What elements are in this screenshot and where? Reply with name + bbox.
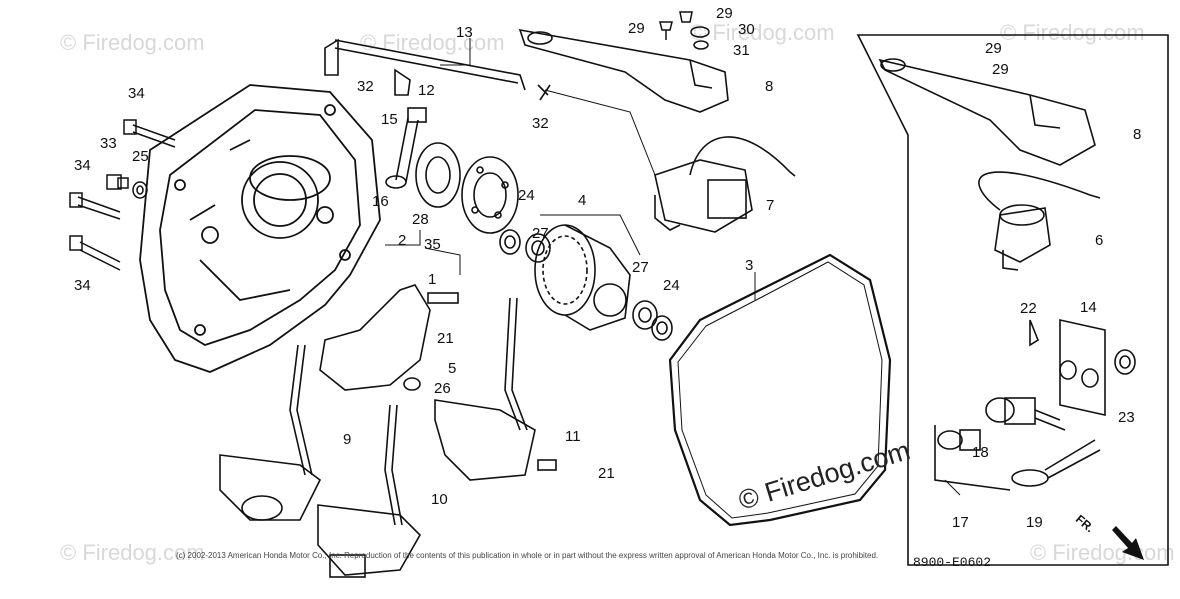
callout-label: 24 bbox=[663, 277, 680, 294]
callout-label: 29 bbox=[992, 61, 1009, 78]
callout-label: 34 bbox=[74, 277, 91, 294]
callout-label: 33 bbox=[100, 135, 117, 152]
callout-label: 29 bbox=[628, 20, 645, 37]
callout-label: 21 bbox=[437, 330, 454, 347]
diagram-code: 8900-E0602 bbox=[913, 555, 992, 570]
callout-label: 3 bbox=[745, 257, 753, 274]
callout-label: 34 bbox=[74, 157, 91, 174]
watermark: © Firedog.com bbox=[60, 30, 205, 55]
callout-label: 16 bbox=[372, 193, 389, 210]
callout-label: 5 bbox=[448, 360, 456, 377]
watermark: © Firedog.com bbox=[1000, 20, 1145, 45]
screws-top bbox=[659, 11, 710, 50]
ignition-coil bbox=[654, 136, 796, 233]
crankcase-cover bbox=[139, 84, 381, 373]
callout-label: 25 bbox=[132, 148, 149, 165]
bracket-8-upper bbox=[518, 28, 729, 113]
callout-label: 34 bbox=[128, 85, 145, 102]
callout-label: 2 bbox=[398, 232, 406, 249]
oil-switch bbox=[978, 171, 1101, 271]
terminal-plate bbox=[1029, 319, 1136, 416]
callout-label: 22 bbox=[1020, 300, 1037, 317]
gear-assembly bbox=[499, 224, 673, 341]
callout-label: 19 bbox=[1026, 514, 1043, 531]
callout-label: 10 bbox=[431, 491, 448, 508]
watermark: © Firedog.com bbox=[1030, 540, 1175, 565]
bearings bbox=[415, 142, 519, 234]
callout-label: 11 bbox=[565, 428, 581, 445]
bracket-8-lower bbox=[878, 58, 1096, 166]
callout-label: 29 bbox=[985, 40, 1002, 57]
callout-label: 29 bbox=[716, 5, 733, 22]
callout-label: 4 bbox=[578, 192, 586, 209]
callout-label: 28 bbox=[412, 211, 429, 228]
callout-label: 6 bbox=[1095, 232, 1103, 249]
guard-plate bbox=[319, 284, 459, 391]
callout-label: 15 bbox=[381, 111, 398, 128]
callout-label: 8 bbox=[765, 78, 773, 95]
watermark: © Firedog.com bbox=[690, 20, 835, 45]
callout-label: 14 bbox=[1080, 299, 1097, 316]
callout-label: 13 bbox=[456, 24, 473, 41]
callout-label: 24 bbox=[518, 187, 535, 204]
callout-label: 27 bbox=[532, 225, 549, 242]
callout-label: 7 bbox=[766, 197, 774, 214]
callout-label: 8 bbox=[1133, 126, 1141, 143]
watermark: © Firedog.com bbox=[60, 540, 205, 565]
breather-parts bbox=[219, 297, 557, 578]
callout-label: 32 bbox=[532, 115, 549, 132]
callout-label: 21 bbox=[598, 465, 615, 482]
lamp-parts bbox=[934, 397, 1101, 491]
sub-assembly-frame bbox=[856, 34, 1169, 566]
callout-label: 9 bbox=[343, 431, 351, 448]
callout-label: 26 bbox=[434, 380, 451, 397]
callout-label: 1 bbox=[428, 271, 436, 288]
cover-gasket-inner bbox=[677, 261, 883, 519]
callout-label: 17 bbox=[952, 514, 969, 531]
callout-label: 30 bbox=[738, 21, 755, 38]
callout-label: 32 bbox=[357, 78, 374, 95]
front-direction-arrow bbox=[1112, 526, 1144, 560]
callout-label: 31 bbox=[733, 42, 750, 59]
callouts: 1 2 3 4 5 6 7 8 8 9 10 11 12 13 14 15 16… bbox=[74, 5, 1141, 531]
callout-label: 35 bbox=[424, 236, 441, 253]
copyright-notice: (c) 2002-2013 American Honda Motor Co., … bbox=[176, 551, 879, 560]
watermark: © Firedog.com bbox=[360, 30, 505, 55]
callout-label: 18 bbox=[972, 444, 989, 461]
callout-label: 27 bbox=[632, 259, 649, 276]
cover-gasket bbox=[668, 253, 892, 527]
callout-label: 23 bbox=[1118, 409, 1135, 426]
leader-lines bbox=[385, 38, 961, 496]
watermarks: © Firedog.com © Firedog.com © Firedog.co… bbox=[60, 20, 1175, 565]
callout-label: 12 bbox=[418, 82, 435, 99]
cover-bolts bbox=[69, 119, 176, 271]
tube-parts bbox=[324, 38, 551, 189]
